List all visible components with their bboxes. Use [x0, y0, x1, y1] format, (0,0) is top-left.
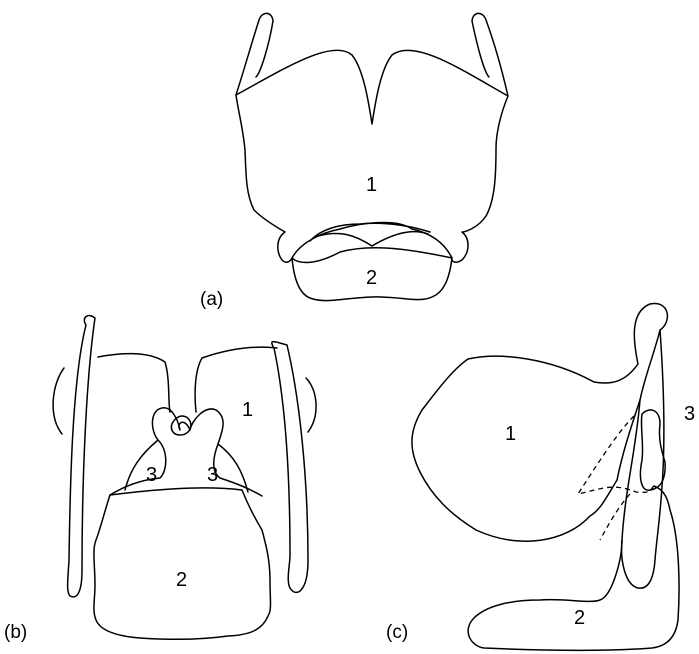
left-superior-horn — [236, 13, 273, 95]
label-arytenoid-b-left: 3 — [146, 464, 157, 486]
left-thyroid-lamina — [98, 354, 170, 412]
right-thyroid-lamina — [195, 347, 277, 412]
right-superior-horn — [472, 13, 508, 96]
label-arytenoid-b-right: 3 — [207, 464, 218, 486]
panel-b: 1 3 3 2 (b) — [4, 316, 316, 643]
arytenoid-complex — [110, 408, 262, 496]
panel-label-a: (a) — [200, 289, 223, 310]
label-cricoid-c: 2 — [574, 607, 585, 629]
cricoid-arch-contour — [318, 232, 428, 246]
left-horn — [68, 316, 95, 597]
arytenoid-lateral — [640, 410, 665, 490]
label-arytenoid-c: 3 — [684, 403, 695, 425]
thyroid-cartilage-lateral — [412, 304, 667, 542]
right-flap — [306, 378, 316, 432]
panel-label-b: (b) — [4, 622, 27, 643]
left-flap — [53, 368, 64, 434]
cricoid-lamina — [94, 488, 271, 639]
label-thyroid-b: 1 — [242, 399, 253, 421]
arytenoid-right-wing — [218, 444, 248, 492]
panel-c: 1 3 2 (c) — [386, 304, 695, 651]
label-thyroid-c: 1 — [505, 423, 516, 445]
label-cricoid-b: 2 — [176, 569, 187, 591]
right-horn — [272, 342, 308, 593]
label-cricoid-a: 2 — [366, 267, 377, 289]
label-thyroid-a: 1 — [366, 174, 377, 196]
thyroid-cartilage — [236, 50, 508, 262]
panel-a: 1 2 (a) — [200, 13, 508, 310]
panel-label-c: (c) — [386, 622, 408, 643]
